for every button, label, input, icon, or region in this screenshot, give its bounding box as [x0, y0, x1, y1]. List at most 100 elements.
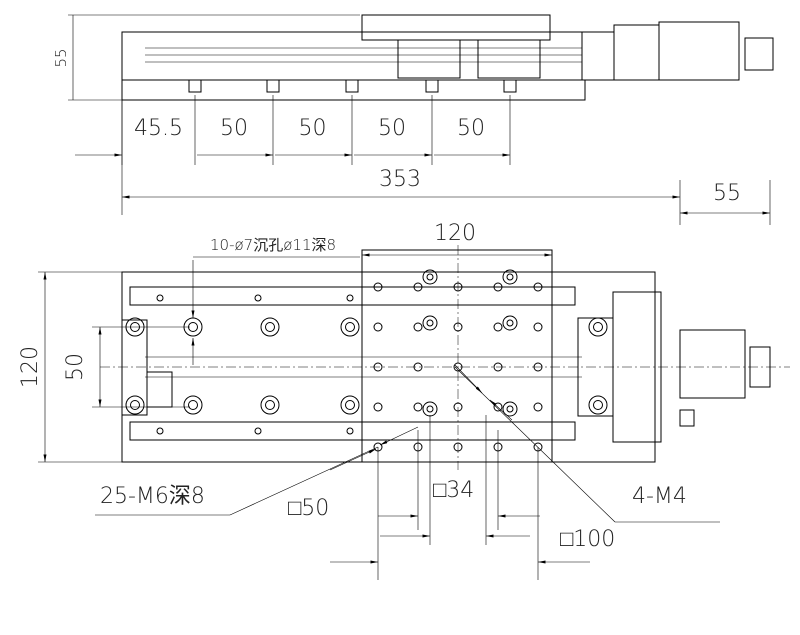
- table-hole: [502, 315, 518, 331]
- height-label: 55: [52, 48, 70, 67]
- counterbore-hole-inner: [345, 400, 355, 410]
- plan-view: 120 50 120 10-ø7沉孔ø11深8 25-M6深8 4-M4: [18, 221, 790, 580]
- mount-post: [188, 79, 202, 93]
- rail-hole: [346, 427, 354, 435]
- table-hole: [422, 401, 438, 417]
- spacing-dimensions: 45.5 50 50 50 50: [75, 95, 511, 165]
- motor-length-label: 55: [713, 181, 741, 206]
- leader-arrow: [454, 364, 483, 394]
- spacing-label: 45.5: [134, 116, 183, 141]
- tapped-holes-note: 25-M6深8: [100, 484, 205, 509]
- m6-hole: [413, 282, 423, 292]
- m6-hole: [533, 322, 543, 332]
- m6-hole: [493, 322, 503, 332]
- table-width-label: 120: [434, 221, 476, 246]
- m6-hole: [373, 282, 383, 292]
- motor-mount: [581, 31, 615, 81]
- table-hole: [422, 315, 438, 331]
- spacing-label: 50: [220, 116, 248, 141]
- m6-hole: [453, 442, 463, 452]
- counterbore-hole-inner: [188, 400, 198, 410]
- table-hole-inner: [426, 319, 434, 327]
- counterbore-hole: [340, 317, 360, 337]
- rail-hole: [156, 427, 164, 435]
- guide-rail: [129, 286, 576, 306]
- counterbore-hole-inner: [130, 400, 140, 410]
- m6-hole: [453, 362, 463, 372]
- table-hole-inner: [506, 273, 514, 281]
- carriage-table: [361, 14, 551, 41]
- plan-holes: [125, 269, 608, 452]
- m6-hole: [453, 322, 463, 332]
- counterbore-hole: [340, 395, 360, 415]
- total-length-label: 353: [379, 167, 421, 192]
- m6-hole: [413, 402, 423, 412]
- spacing-label: 50: [299, 116, 327, 141]
- table-hole: [502, 401, 518, 417]
- m4-note: 4-M4: [632, 484, 687, 509]
- square-34-label: □34: [433, 478, 474, 503]
- counterbore-hole-inner: [265, 400, 275, 410]
- hand-knob: [749, 346, 771, 388]
- m6-hole: [493, 282, 503, 292]
- mount-post: [425, 79, 439, 93]
- m6-hole: [533, 402, 543, 412]
- coupling-housing: [613, 24, 660, 81]
- counterbore-note: 10-ø7沉孔ø11深8: [210, 236, 336, 254]
- m6-hole: [413, 362, 423, 372]
- end-block: [121, 319, 148, 416]
- rail-hole: [254, 427, 262, 435]
- m6-hole: [373, 362, 383, 372]
- table-hole-inner: [426, 273, 434, 281]
- square-50-label: □50: [288, 496, 329, 521]
- slider-block: [477, 39, 541, 79]
- stage-body: [121, 31, 583, 81]
- motor: [658, 21, 740, 81]
- m6-hole: [493, 402, 503, 412]
- side-view: 55 45.5 50 50 50 50 353 55: [52, 14, 774, 225]
- leader-arrow: [329, 448, 377, 471]
- guide-rail: [129, 421, 576, 441]
- counterbore-hole: [588, 317, 608, 337]
- table-hole: [422, 269, 438, 285]
- m6-hole: [453, 402, 463, 412]
- m6-hole: [533, 282, 543, 292]
- counterbore-hole-inner: [593, 400, 603, 410]
- slider-block: [397, 39, 461, 79]
- base-width-label: 120: [18, 346, 43, 388]
- counterbore-hole: [588, 395, 608, 415]
- mount-posts: [188, 79, 517, 93]
- spacing-label: 50: [378, 116, 406, 141]
- table-hole: [502, 269, 518, 285]
- leader-line: [229, 446, 379, 516]
- counterbore-hole-inner: [265, 322, 275, 332]
- leader-arrow: [489, 399, 513, 421]
- counterbore-hole: [125, 395, 145, 415]
- counterbore-hole-inner: [345, 322, 355, 332]
- m6-hole: [373, 322, 383, 332]
- rail-hole: [346, 294, 354, 302]
- mount-post: [503, 79, 517, 93]
- mount-post: [345, 79, 359, 93]
- m6-hole: [373, 402, 383, 412]
- leader-arrow: [379, 426, 419, 446]
- cable-connector: [679, 409, 695, 427]
- counterbore-hole-inner: [593, 322, 603, 332]
- m6-hole: [413, 322, 423, 332]
- counterbore-hole: [260, 395, 280, 415]
- motor-mount: [612, 291, 662, 443]
- motor: [679, 329, 746, 399]
- square-100-label: □100: [560, 527, 615, 552]
- counterbore-hole: [183, 395, 203, 415]
- m6-hole: [493, 362, 503, 372]
- m6-hole: [453, 282, 463, 292]
- rail-spacing-label: 50: [63, 353, 88, 381]
- rail-hole: [254, 294, 262, 302]
- counterbore-hole: [260, 317, 280, 337]
- table-hole-inner: [426, 405, 434, 413]
- table-hole-inner: [506, 405, 514, 413]
- spacing-label: 50: [457, 116, 485, 141]
- carriage-table: [361, 249, 553, 463]
